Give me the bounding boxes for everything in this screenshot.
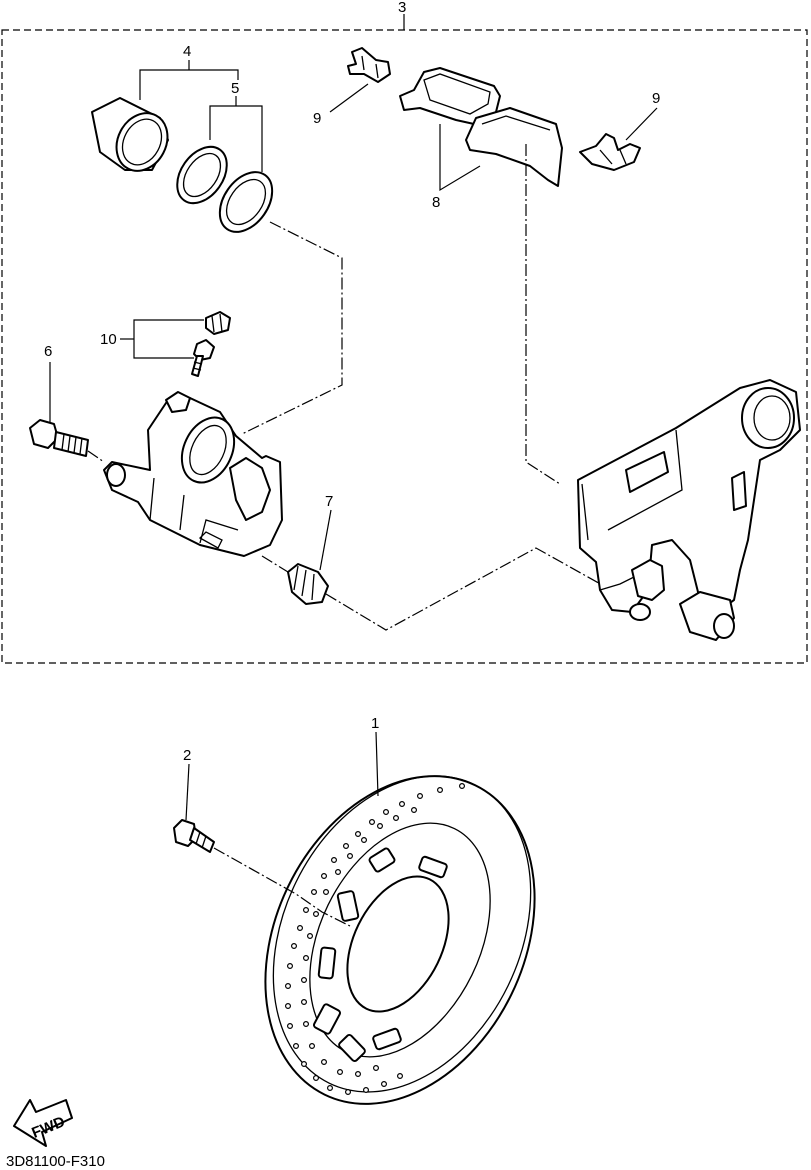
brake-pad-front-part bbox=[399, 67, 501, 125]
fwd-arrow-icon: FWD bbox=[13, 1099, 73, 1147]
bleed-screw-part bbox=[191, 339, 215, 377]
callout-1-leader bbox=[375, 731, 379, 797]
callout-9a: 9 bbox=[313, 110, 321, 127]
caliper-boot-part bbox=[287, 563, 329, 605]
callout-4: 4 bbox=[183, 43, 191, 60]
callout-7: 7 bbox=[325, 493, 333, 510]
pad-spring-right-part bbox=[579, 133, 641, 171]
bleed-cap-part bbox=[205, 311, 231, 335]
callout-10: 10 bbox=[100, 331, 117, 348]
brake-disc-part bbox=[264, 775, 536, 1105]
pin-axis-line bbox=[325, 547, 605, 631]
callout-4-leader bbox=[139, 69, 239, 100]
piston-part bbox=[91, 97, 169, 172]
callout-2-leader bbox=[185, 763, 190, 821]
callout-1: 1 bbox=[371, 715, 379, 732]
callout-3: 3 bbox=[398, 0, 406, 16]
callout-2: 2 bbox=[183, 747, 191, 764]
disc-perforations bbox=[285, 782, 466, 1095]
caliper-bolt-part bbox=[29, 419, 89, 457]
caliper-body-part bbox=[103, 391, 283, 557]
bolt-axis-line bbox=[213, 847, 351, 927]
callout-8-leader bbox=[439, 124, 481, 192]
disc-bolt-part bbox=[173, 819, 215, 853]
piston-seal-part bbox=[176, 145, 228, 205]
callout-8: 8 bbox=[432, 194, 440, 211]
pad-axis-line bbox=[525, 144, 561, 485]
dust-seal-part bbox=[218, 171, 274, 233]
callout-9b-leader bbox=[625, 107, 658, 141]
callout-9a-leader bbox=[329, 83, 369, 113]
callout-6: 6 bbox=[44, 343, 52, 360]
brake-pad-rear-part bbox=[465, 107, 563, 187]
piston-axis-line bbox=[241, 221, 343, 435]
pad-spring-left-part bbox=[347, 47, 391, 83]
caliper-bracket-part bbox=[577, 379, 801, 641]
callout-5: 5 bbox=[231, 80, 239, 97]
callout-9b: 9 bbox=[652, 90, 660, 107]
drawing-code: 3D81100-F310 bbox=[6, 1153, 105, 1170]
callout-7-leader bbox=[319, 509, 332, 571]
